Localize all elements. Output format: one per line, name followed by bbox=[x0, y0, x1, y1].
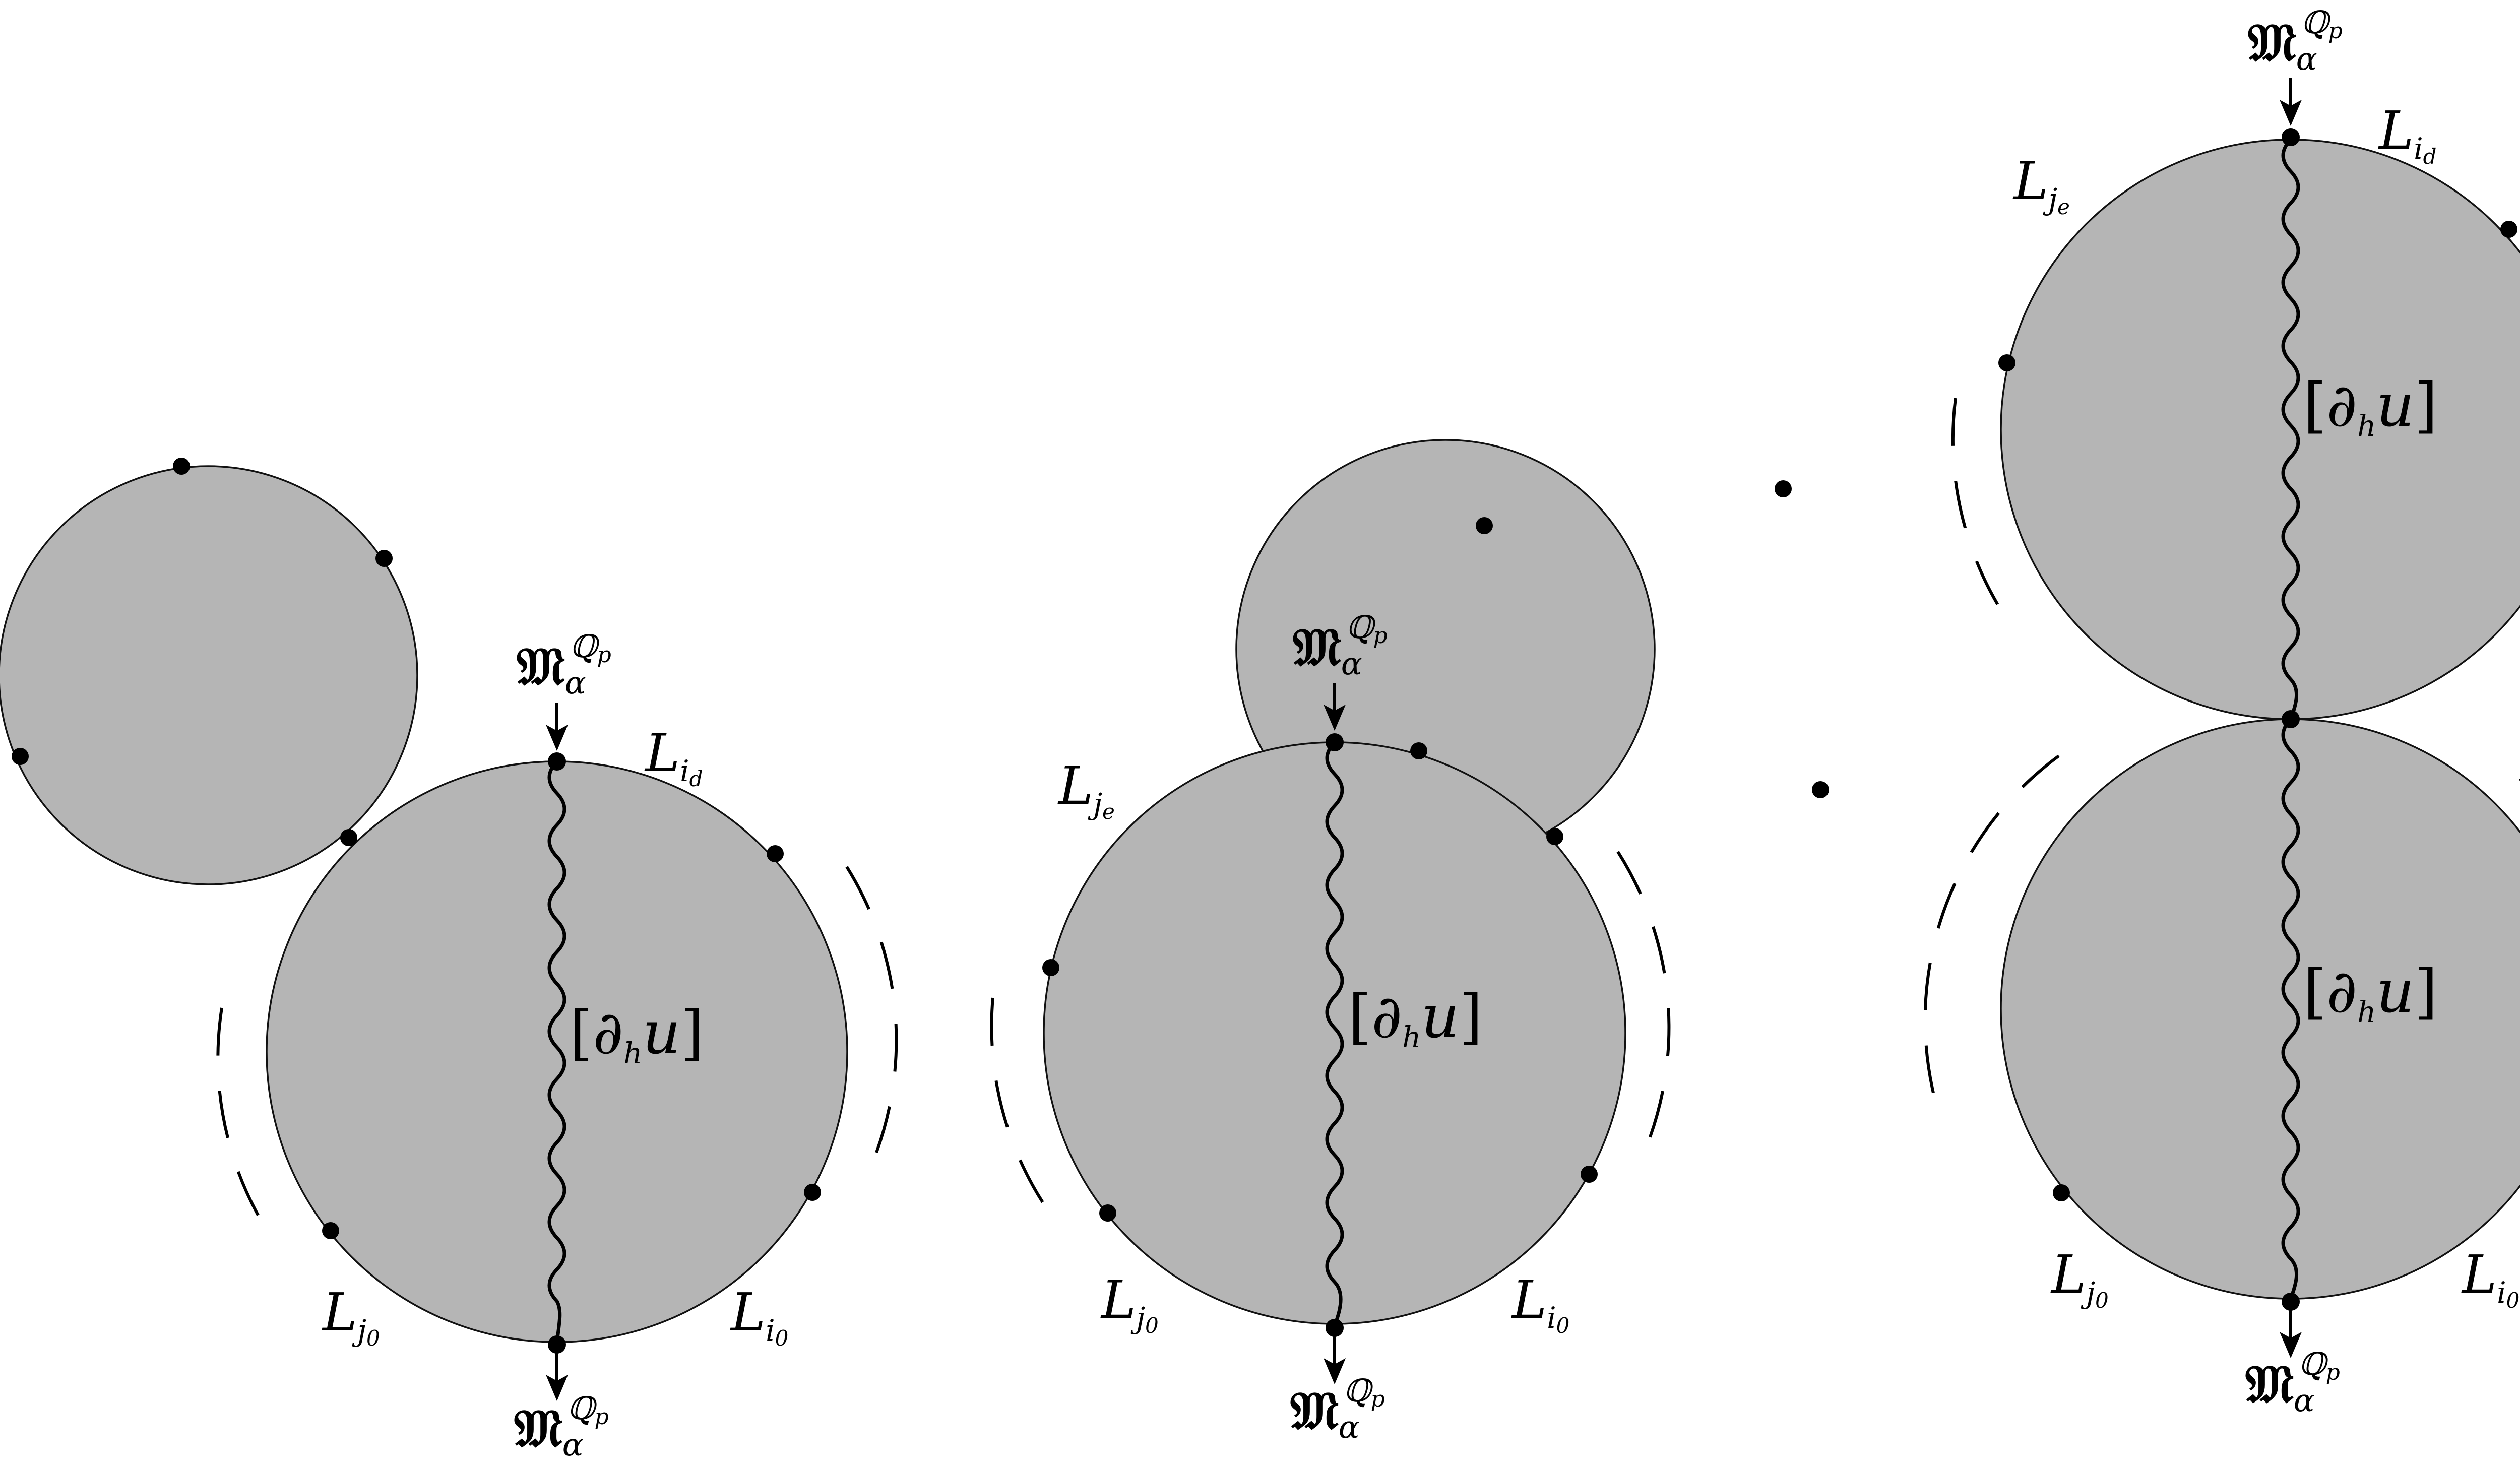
right-label-L-i-0: Li0 bbox=[2461, 1244, 2519, 1313]
right-top-arrow-head bbox=[2280, 100, 2302, 126]
left-top-moduli-label: 𝔐αℚp bbox=[517, 628, 611, 701]
right-lower-wavy-line bbox=[2281, 717, 2300, 1301]
left-main-node-bottom bbox=[548, 1335, 566, 1354]
left-main-node-upper-right bbox=[767, 845, 784, 862]
left-bubble-disk bbox=[0, 465, 418, 885]
left-dash-arc-left bbox=[216, 1007, 271, 1236]
right-upper-node-left bbox=[1998, 354, 2015, 371]
middle-bubble-node-top-right bbox=[1775, 480, 1792, 497]
middle-wavy-line bbox=[1325, 740, 1344, 1327]
left-bubble-node-top bbox=[173, 458, 190, 475]
left-label-L-i-d: Lid bbox=[644, 722, 703, 791]
diagram-left: 𝔐αℚp 𝔐αℚp [∂hu] Lid Lj0 Li0 bbox=[0, 458, 898, 1463]
middle-top-arrow-head bbox=[1324, 705, 1346, 731]
middle-main-node-upper-right bbox=[1410, 742, 1427, 759]
right-upper-dash-arc-left bbox=[1951, 398, 2002, 611]
middle-dash-arc-left bbox=[990, 997, 1052, 1216]
right-label-L-i-d: Lid bbox=[2378, 100, 2437, 169]
right-upper-node-top bbox=[2282, 128, 2300, 146]
right-label-L-j-e: Lje bbox=[2012, 150, 2070, 219]
left-main-disk bbox=[266, 760, 848, 1343]
right-upper-node-right bbox=[2500, 221, 2517, 238]
right-bottom-arrow-head bbox=[2280, 1332, 2302, 1358]
left-label-L-i-0: Li0 bbox=[730, 1282, 788, 1351]
right-upper-wavy-line bbox=[2281, 138, 2300, 721]
right-lower-node-left bbox=[2053, 1184, 2070, 1201]
left-dash-arc-right bbox=[845, 866, 898, 1165]
middle-bottom-arrow-head bbox=[1324, 1358, 1346, 1384]
left-bubble-node-left bbox=[12, 748, 29, 765]
left-bottom-arrow-head bbox=[546, 1375, 568, 1401]
right-top-moduli-label: 𝔐αℚp bbox=[2248, 4, 2343, 77]
middle-main-node-lower-left bbox=[1099, 1204, 1116, 1222]
middle-main-node-top bbox=[1326, 733, 1344, 751]
right-upper-disk bbox=[2000, 139, 2520, 720]
middle-main-node-left bbox=[1042, 959, 1059, 976]
middle-dash-arc-right bbox=[1616, 851, 1671, 1150]
left-label-L-j-0: Lj0 bbox=[322, 1282, 380, 1351]
left-top-arrow-head bbox=[546, 725, 568, 751]
left-center-label: [∂hu] bbox=[570, 998, 704, 1070]
left-wavy-line bbox=[547, 759, 566, 1344]
middle-top-moduli-label: 𝔐αℚp bbox=[1293, 609, 1388, 682]
left-main-node-lower-right bbox=[804, 1184, 821, 1201]
right-lower-dash-arc-left bbox=[1923, 754, 2060, 1119]
middle-junction-node bbox=[1546, 828, 1563, 845]
diagram-middle: 𝔐αℚp 𝔐αℚp [∂hu] Lje Lj0 Li0 bbox=[990, 439, 1829, 1445]
right-lower-node-bottom bbox=[2282, 1293, 2300, 1311]
middle-label-L-j-0: Lj0 bbox=[1100, 1269, 1159, 1338]
middle-label-L-j-e: Lje bbox=[1057, 755, 1115, 824]
right-lower-center-label: [∂hu] bbox=[2303, 957, 2437, 1029]
middle-main-disk bbox=[1043, 741, 1626, 1325]
middle-bubble-node-top-left bbox=[1476, 517, 1493, 534]
left-main-node-top bbox=[548, 752, 566, 771]
left-bubble-node-right bbox=[375, 550, 393, 567]
middle-bottom-moduli-label: 𝔐αℚp bbox=[1290, 1372, 1385, 1445]
right-label-L-j-0: Lj0 bbox=[2050, 1244, 2109, 1313]
right-lower-disk bbox=[2000, 718, 2520, 1300]
middle-label-L-i-0: Li0 bbox=[1511, 1269, 1569, 1338]
left-bottom-moduli-label: 𝔐αℚp bbox=[514, 1390, 609, 1463]
middle-main-node-bottom bbox=[1326, 1319, 1344, 1337]
middle-main-node-lower-right bbox=[1581, 1166, 1598, 1183]
middle-center-label: [∂hu] bbox=[1348, 982, 1482, 1054]
right-bottom-moduli-label: 𝔐αℚp bbox=[2245, 1346, 2340, 1419]
left-main-node-lower-left bbox=[322, 1222, 339, 1239]
right-upper-center-label: [∂hu] bbox=[2303, 370, 2437, 443]
middle-bubble-node-bottom-right bbox=[1812, 781, 1829, 798]
diagram-right: 𝔐αℚp 𝔐αℚp [∂hu] [∂hu] Lje Lid Lj0 Li0 bbox=[1923, 4, 2520, 1419]
right-junction-node bbox=[2282, 710, 2300, 728]
left-junction-node bbox=[340, 829, 357, 846]
